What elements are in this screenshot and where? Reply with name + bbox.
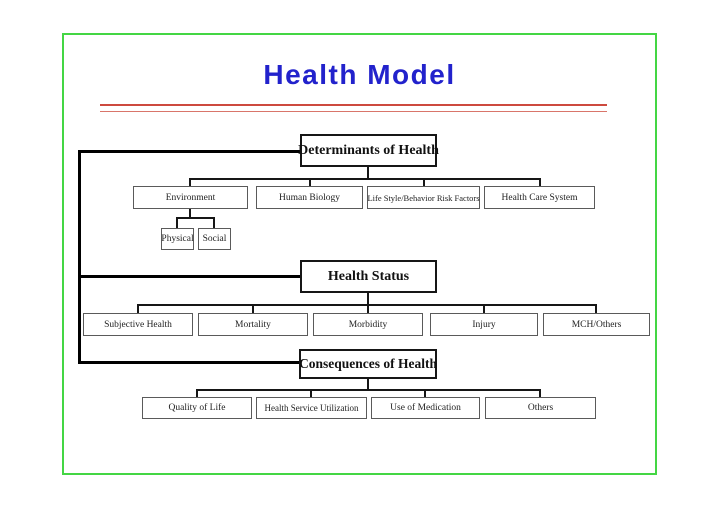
node-health-service-utilization: Health Service Utilization xyxy=(256,397,367,419)
title-divider-line-bottom xyxy=(100,111,607,112)
node-environment: Environment xyxy=(133,186,248,209)
connector-stub-others xyxy=(539,389,541,397)
connector-spine-to-health-status xyxy=(78,275,300,278)
connector-stub-morbidity xyxy=(367,304,369,313)
connector-stub-lifestyle xyxy=(423,178,425,186)
slide-title: Health Model xyxy=(263,59,456,90)
connector-stub-mch-others xyxy=(595,304,597,313)
node-health-status: Health Status xyxy=(300,260,437,293)
connector-health-status-stub xyxy=(367,293,369,306)
node-mch-others: MCH/Others xyxy=(543,313,650,336)
connector-stub-physical xyxy=(176,217,178,228)
connector-determinants-stub xyxy=(367,167,369,180)
node-physical: Physical xyxy=(161,228,194,250)
node-quality-of-life: Quality of Life xyxy=(142,397,252,419)
connector-spine-to-determinants xyxy=(78,150,300,153)
node-determinants-of-health: Determinants of Health xyxy=(298,134,439,167)
connector-stub-social xyxy=(213,217,215,228)
connector-consequences-rail xyxy=(196,389,541,391)
connector-stub-mortality xyxy=(252,304,254,313)
connector-stub-use-of-medication xyxy=(424,389,426,397)
node-human-biology: Human Biology xyxy=(256,186,363,209)
connector-stub-human-biology xyxy=(309,178,311,186)
title-divider-line-top xyxy=(100,104,607,106)
connector-stub-health-service-utilization xyxy=(310,389,312,397)
node-social: Social xyxy=(198,228,231,250)
node-mortality: Mortality xyxy=(198,313,308,336)
connector-stub-health-care-system xyxy=(539,178,541,186)
node-consequences-of-health: Consequences of Health xyxy=(299,349,437,379)
connector-environment-rail xyxy=(177,217,215,219)
connector-stub-quality-of-life xyxy=(196,389,198,397)
node-others: Others xyxy=(485,397,596,419)
node-subjective-health: Subjective Health xyxy=(83,313,193,336)
connector-environment-stub xyxy=(189,209,191,219)
node-morbidity: Morbidity xyxy=(313,313,423,336)
node-health-care-system: Health Care System xyxy=(484,186,595,209)
node-injury: Injury xyxy=(430,313,538,336)
node-lifestyle-behavior-risk-factors: Life Style/Behavior Risk Factors xyxy=(367,186,480,209)
connector-stub-subjective-health xyxy=(137,304,139,313)
node-use-of-medication: Use of Medication xyxy=(371,397,480,419)
connector-consequences-stub xyxy=(367,378,369,391)
connector-left-spine xyxy=(78,150,81,364)
connector-spine-to-consequences xyxy=(78,361,299,364)
connector-determinants-rail xyxy=(190,178,541,180)
connector-stub-injury xyxy=(483,304,485,313)
connector-stub-environment xyxy=(189,178,191,186)
